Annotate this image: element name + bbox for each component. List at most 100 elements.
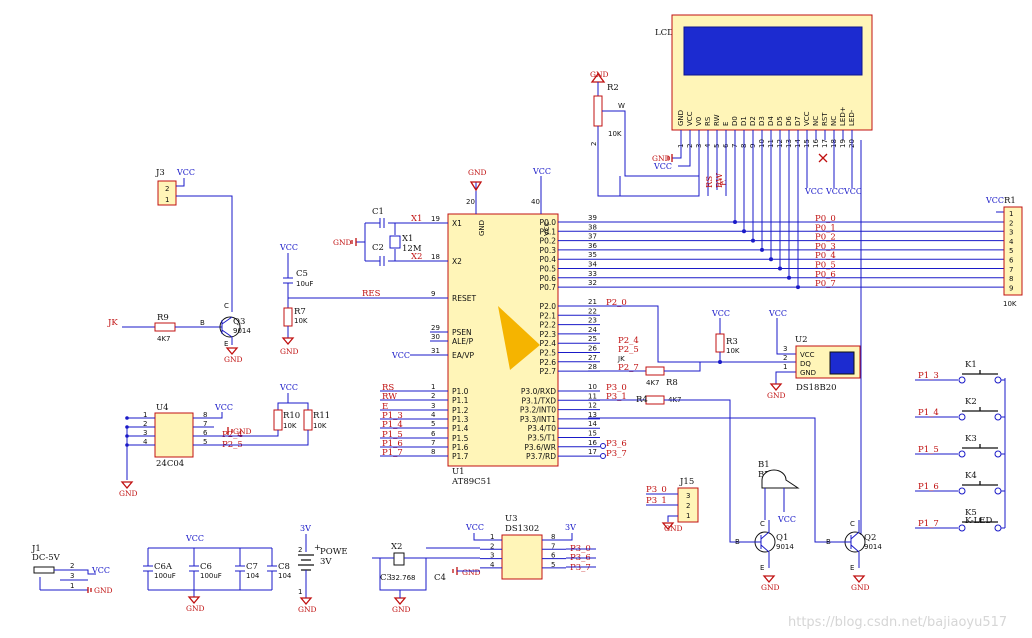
mcu-pin-number: 9: [431, 290, 435, 298]
ea-vcc-label: VCC: [391, 351, 410, 360]
q1-gnd-label: GND: [761, 583, 780, 592]
mcu-pin-number: 3: [431, 402, 435, 410]
mcu-pin-name: X2: [452, 257, 462, 266]
mcu-pin-number: 11: [588, 392, 597, 400]
r9-body: [154, 322, 176, 332]
r3-vcc-label: VCC: [711, 309, 730, 318]
u3-ref: U3: [505, 514, 518, 524]
j3-body: [157, 180, 177, 206]
mcu-pin-name: P2.3: [540, 330, 557, 339]
mcu-pin20-name: GND: [478, 220, 486, 236]
lcd-pin-label: VCC: [803, 111, 811, 126]
lcd-pin-label: D6: [785, 116, 793, 126]
mcu-body: [447, 213, 559, 467]
lcd-pin-label: D0: [731, 116, 739, 126]
r2-potentiometer: GND R2 W 10K 2: [590, 70, 699, 197]
r11-ref: R11: [313, 411, 330, 421]
q2-b: B: [826, 538, 831, 546]
lcd-gnd-label: GND: [652, 154, 671, 163]
mcu-pin-name: P0.0: [540, 218, 557, 227]
u4-pin: 6: [203, 429, 208, 437]
q2-c: C: [850, 520, 855, 528]
r1-pin: 8: [1009, 275, 1013, 283]
q3-b: B: [200, 319, 205, 327]
lcd-rw-net: RW: [715, 173, 725, 188]
p0-net-label: P0_6: [815, 270, 836, 280]
j1-part: DC-5V: [32, 553, 61, 563]
mcu-pin-number: 28: [588, 363, 597, 371]
mcu-pin-name: ALE/P: [452, 337, 474, 346]
j15-connector: J15 3 2 1 P3_0 P3_1 GND: [646, 477, 699, 533]
lcd-pin-label: NC: [830, 116, 838, 126]
mcu-pin-name: P0.7: [540, 283, 557, 292]
r4-body: [645, 395, 665, 405]
r11-value: 10K: [313, 422, 327, 430]
mcu-pin-number: 31: [431, 347, 440, 355]
c8-ref: C8: [278, 562, 290, 572]
mcu-vcc-label: VCC: [532, 167, 551, 176]
p2-5-net: P2_5: [618, 345, 639, 355]
p1-net-label: P1_6: [382, 439, 403, 449]
q3-c: C: [224, 302, 229, 310]
p1-net-label: P1_3: [382, 411, 403, 421]
lcd-pin-number: 19: [839, 139, 847, 148]
c4-ref: C4: [434, 573, 446, 583]
r10-vcc-label: VCC: [279, 383, 298, 392]
mcu-pin-name: P0.3: [540, 246, 557, 255]
r1-value: 10K: [1003, 300, 1017, 308]
u4-pin: 4: [143, 438, 148, 446]
j1-gnd-label: GND: [94, 586, 113, 595]
mcu-pin-name: P2.6: [540, 358, 557, 367]
mcu-pin-number: 16: [588, 439, 597, 447]
batt-pin1: 1: [298, 588, 302, 596]
r2-value: 10K: [608, 130, 622, 138]
p0-bus: P0_0P0_1P0_2P0_3P0_4P0_5P0_6P0_7: [600, 211, 1004, 290]
key-ref: K1: [965, 360, 977, 370]
bell-vcc-label: VCC: [777, 515, 796, 524]
j1-vcc-label: VCC: [91, 566, 110, 575]
batt-value: 3V: [320, 557, 332, 567]
q2-e: E: [850, 564, 854, 572]
mcu-pin-number: 24: [588, 326, 597, 334]
key-net-label: P1_4: [918, 408, 939, 418]
j15-ref: J15: [679, 477, 694, 487]
mcu-pin-number: 32: [588, 279, 597, 287]
u2-pin-gnd: GND: [800, 369, 816, 377]
lcd-module: LCD GND1VCC2V03RS4RW5E6D07D18D29D310D411…: [655, 14, 873, 148]
u4-part: 24C04: [156, 459, 184, 469]
u4-pin: 1: [143, 411, 147, 419]
p2-4-net: P2_4: [618, 336, 639, 346]
cursor-icon: [498, 306, 540, 370]
lcd-pin-label: D4: [767, 116, 775, 126]
u3-pin: 8: [551, 533, 555, 541]
mcu-pin-name: P3.2/INT0: [520, 406, 556, 415]
battery: 3V + POWE 3V 2 1 GND: [298, 524, 348, 614]
lcd-pin-label: E: [722, 122, 730, 126]
r1-body: [1003, 206, 1023, 296]
mcu-pin-name: P1.5: [452, 434, 469, 443]
u3-pin: 1: [490, 533, 494, 541]
x1-crystal: [389, 235, 401, 249]
lcd-pin-label: GND: [677, 110, 685, 126]
battery-icon: [298, 554, 314, 571]
mcu-pin-number: 7: [431, 439, 435, 447]
u2-num-1: 1: [783, 363, 787, 371]
r10-value: 10K: [283, 422, 297, 430]
r3-ref: R3: [726, 337, 738, 347]
batt-plus: +: [314, 543, 321, 553]
r8-body: [645, 366, 665, 376]
mcu-pin-number: 38: [588, 223, 597, 231]
mcu-pin40: 40: [531, 198, 540, 206]
lcd-e-net: E: [719, 180, 729, 186]
b1-ref: B1: [758, 460, 770, 470]
u4-gnd-label: GND: [119, 489, 138, 498]
lcd-vcc17-label: VCC: [825, 187, 844, 196]
lcd-pin-number: 17: [821, 139, 829, 148]
lcd-pin-label: NC: [812, 116, 820, 126]
q2-ref: Q2: [864, 533, 876, 543]
key-ref: K2: [965, 397, 977, 407]
j1-pin2: 2: [70, 562, 74, 570]
